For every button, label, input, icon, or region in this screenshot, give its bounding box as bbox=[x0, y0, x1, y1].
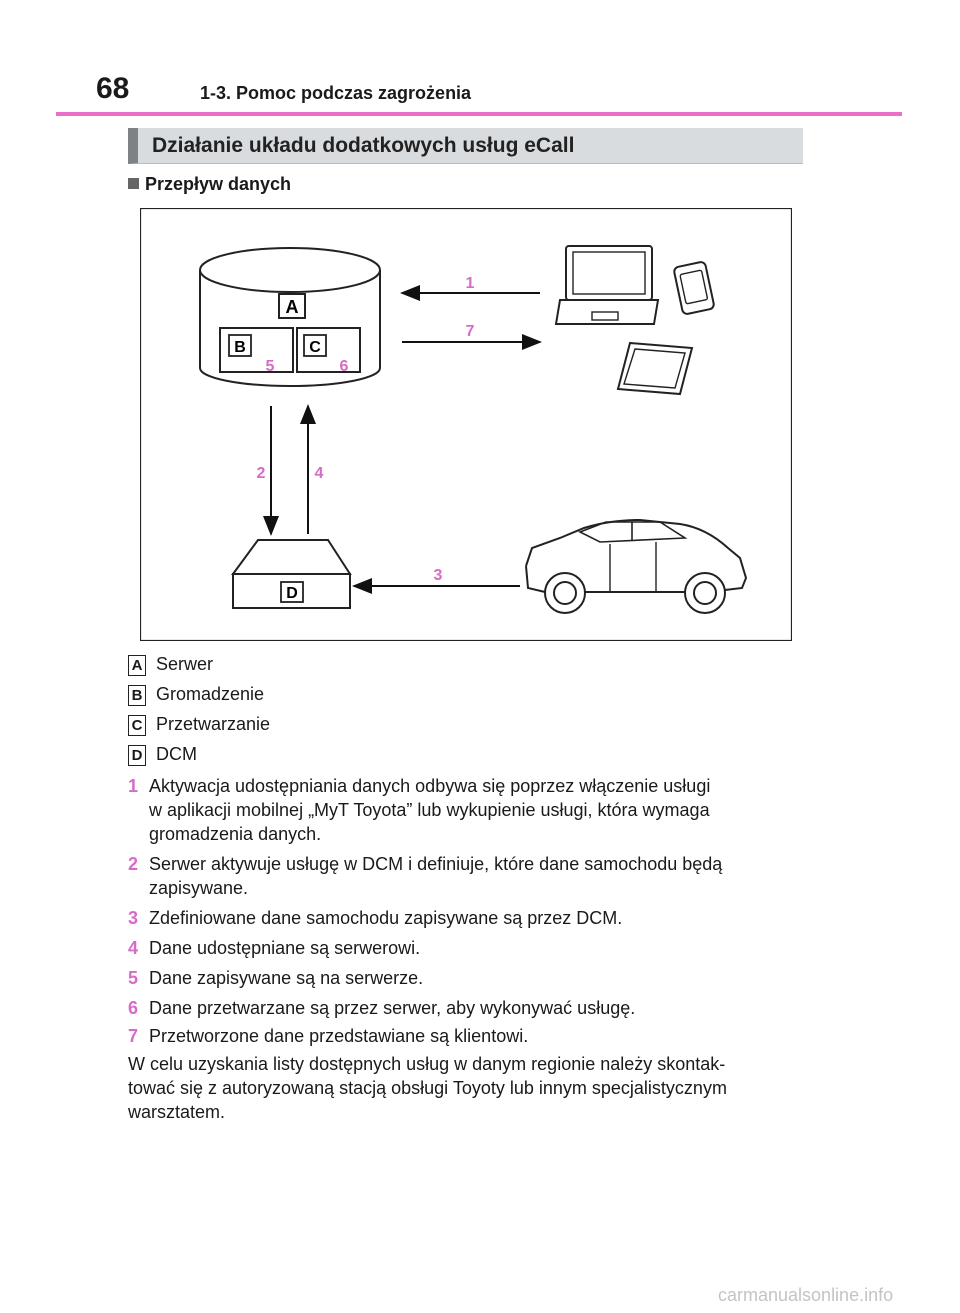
square-bullet-icon bbox=[128, 178, 139, 189]
legend-item-c: C Przetwarzanie bbox=[128, 714, 270, 736]
diagram-label-b: B bbox=[234, 339, 246, 356]
legend-label-c: Przetwarzanie bbox=[156, 714, 271, 734]
data-flow-diagram: A B 5 C 6 1 7 2 4 D 3 bbox=[140, 208, 792, 641]
watermark: carmanualsonline.info bbox=[718, 1285, 894, 1305]
step-3: 3 Zdefiniowane dane samochodu zapisywane… bbox=[128, 906, 808, 930]
legend-item-a: A Serwer bbox=[128, 654, 213, 676]
step-text-line: zapisywane. bbox=[149, 878, 249, 898]
step-number: 5 bbox=[128, 968, 139, 988]
page-number: 68 bbox=[96, 72, 130, 105]
step-number: 3 bbox=[128, 908, 139, 928]
header-rule bbox=[56, 112, 902, 116]
diagram-step-4: 4 bbox=[315, 465, 324, 482]
diagram-label-d: D bbox=[286, 585, 298, 602]
diagram-step-7: 7 bbox=[466, 323, 475, 340]
smartphone-icon bbox=[673, 261, 715, 315]
diagram-label-c: C bbox=[309, 339, 321, 356]
step-5: 5 Dane zapisywane są na serwerze. bbox=[128, 966, 808, 990]
diagram-step-1: 1 bbox=[466, 275, 475, 292]
label-box-d bbox=[280, 581, 304, 603]
tablet-icon bbox=[616, 341, 694, 396]
laptop-icon bbox=[554, 245, 660, 325]
step-text-line: Serwer aktywuje usługę w DCM i definiuje… bbox=[149, 854, 723, 874]
step-text-line: w aplikacji mobilnej „MyT Toyota” lub wy… bbox=[149, 800, 710, 820]
step-number: 7 bbox=[128, 1026, 139, 1046]
section-title: Działanie układu dodatkowych usług eCall bbox=[152, 134, 575, 157]
subsection-title: Przepływ danych bbox=[145, 174, 292, 194]
note-paragraph: W celu uzyskania listy dostępnych usług … bbox=[128, 1052, 804, 1124]
step-number: 4 bbox=[128, 938, 139, 958]
figure-frame bbox=[140, 208, 792, 641]
processing-box bbox=[296, 327, 361, 373]
label-box-b bbox=[228, 334, 252, 357]
step-number: 2 bbox=[128, 854, 139, 874]
step-text-line: Dane przetwarzane są przez serwer, aby w… bbox=[149, 998, 636, 1018]
note-line: warsztatem. bbox=[128, 1102, 226, 1122]
diagram-step-2: 2 bbox=[257, 465, 266, 482]
step-text-line: Przetworzone dane przedstawiane są klien… bbox=[149, 1026, 529, 1046]
legend-item-d: D DCM bbox=[128, 744, 197, 766]
step-text-line: Aktywacja udostępniania danych odbywa si… bbox=[149, 776, 711, 796]
label-box-a bbox=[278, 293, 306, 319]
step-number: 1 bbox=[128, 776, 139, 796]
note-line: tować się z autoryzowaną stacją obsługi … bbox=[128, 1078, 727, 1098]
legend-key-d: D bbox=[128, 745, 146, 766]
diagram-label-a: A bbox=[286, 297, 299, 317]
car-icon bbox=[525, 518, 748, 614]
diagram-step-5: 5 bbox=[266, 358, 275, 375]
step-4: 4 Dane udostępniane są serwerowi. bbox=[128, 936, 808, 960]
legend-key-a: A bbox=[128, 655, 146, 676]
subsection-heading: Przepływ danych bbox=[128, 174, 291, 195]
label-box-c bbox=[303, 334, 327, 357]
note-line: W celu uzyskania listy dostępnych usług … bbox=[128, 1054, 726, 1074]
step-1: 1 Aktywacja udostępniania danych odbywa … bbox=[128, 774, 808, 846]
step-text-line: Zdefiniowane dane samochodu zapisywane s… bbox=[149, 908, 623, 928]
step-6: 6 Dane przetwarzane są przez serwer, aby… bbox=[128, 996, 808, 1020]
section-header: Działanie układu dodatkowych usług eCall bbox=[128, 128, 803, 164]
storage-box bbox=[219, 327, 294, 373]
step-text-line: Dane udostępniane są serwerowi. bbox=[149, 938, 421, 958]
chapter-title: 1-3. Pomoc podczas zagrożenia bbox=[200, 83, 472, 103]
diagram-step-3: 3 bbox=[434, 567, 443, 584]
legend-key-c: C bbox=[128, 715, 146, 736]
legend-key-b: B bbox=[128, 685, 146, 706]
step-text-line: gromadzenia danych. bbox=[149, 824, 322, 844]
legend-label-a: Serwer bbox=[156, 654, 214, 674]
legend-label-b: Gromadzenie bbox=[156, 684, 265, 704]
step-number: 6 bbox=[128, 998, 139, 1018]
legend-item-b: B Gromadzenie bbox=[128, 684, 264, 706]
legend-label-d: DCM bbox=[156, 744, 197, 764]
step-2: 2 Serwer aktywuje usługę w DCM i definiu… bbox=[128, 852, 808, 900]
step-7: 7 Przetworzone dane przedstawiane są kli… bbox=[128, 1024, 808, 1048]
diagram-step-6: 6 bbox=[340, 358, 349, 375]
step-text-line: Dane zapisywane są na serwerze. bbox=[149, 968, 424, 988]
